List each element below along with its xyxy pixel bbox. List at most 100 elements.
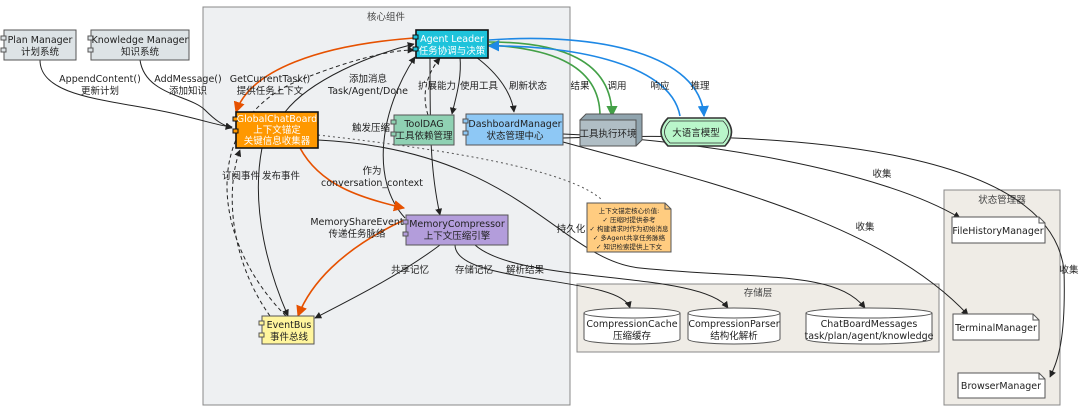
package-core: 核心组件 xyxy=(202,6,571,406)
node-browser-manager[interactable]: BrowserManager xyxy=(957,372,1046,399)
edge-refresh-state xyxy=(475,56,517,113)
node-chatboard-messages[interactable]: ChatBoardMessages task/plan/agent/knowle… xyxy=(804,307,934,345)
label-expand-ability: 扩展能力 xyxy=(418,80,456,92)
node-llm[interactable]: 大语言模型 xyxy=(660,117,733,147)
node-terminal-manager[interactable]: TerminalManager xyxy=(952,313,1040,341)
edge-reasoning xyxy=(488,37,709,118)
node-tooldag[interactable]: ToolDAG 工具依赖管理 xyxy=(390,114,455,146)
edges xyxy=(39,37,1065,378)
knowledge-manager-subtitle: 知识系统 xyxy=(121,46,160,58)
label-call: 调用 xyxy=(607,81,626,92)
node-compression-cache[interactable]: CompressionCache 压缩缓存 xyxy=(583,307,681,345)
node-plan-manager[interactable]: Plan Manager 计划系统 xyxy=(0,29,77,61)
node-knowledge-manager[interactable]: Knowledge Manager 知识系统 xyxy=(87,29,190,61)
label-collect-3: 收集 xyxy=(1059,264,1079,276)
label-subscribe-event: 订阅事件 xyxy=(222,170,261,182)
node-memory-compressor[interactable]: MemoryCompressor 上下文压缩引擎 xyxy=(402,214,509,246)
label-parse-result: 解析结果 xyxy=(506,264,545,276)
plan-manager-subtitle: 计划系统 xyxy=(21,46,60,58)
label-memory-share-2: 传递任务脉络 xyxy=(328,228,386,240)
package-storage-title: 存储层 xyxy=(744,287,773,299)
label-response: 响应 xyxy=(650,80,670,92)
note-title: 上下文锚定核心价值: xyxy=(599,206,660,215)
edge-append-content xyxy=(39,59,233,130)
label-append-content-2: 更新计划 xyxy=(81,85,119,97)
edge-add-message xyxy=(139,59,233,130)
node-dashboard-manager[interactable]: DashboardManager 状态管理中心 xyxy=(462,113,564,146)
agent-leader-title: Agent Leader xyxy=(420,34,484,45)
tool-env-label: 工具执行环境 xyxy=(579,128,637,140)
compression-parser-subtitle: 结构化解析 xyxy=(710,330,758,342)
llm-label: 大语言模型 xyxy=(672,127,720,139)
label-use-tool: 使用工具 xyxy=(460,80,499,92)
package-state-title: 状态管理器 xyxy=(978,194,1026,206)
agent-leader-subtitle: 任务协调与决策 xyxy=(419,45,486,57)
edge-memory-share xyxy=(296,219,405,318)
node-compression-parser[interactable]: CompressionParser 结构化解析 xyxy=(687,307,781,345)
edge-subscribe-event xyxy=(231,149,271,317)
label-collect-2: 收集 xyxy=(855,221,875,233)
dashboard-manager-subtitle: 状态管理中心 xyxy=(486,130,544,142)
edge-store-memory xyxy=(454,244,632,309)
edge-call xyxy=(488,41,618,118)
label-shared-memory: 共享记忆 xyxy=(391,264,429,276)
package-core-title: 核心组件 xyxy=(367,11,406,23)
edge-as-conversation xyxy=(299,147,406,212)
label-persist: 持久化 xyxy=(557,223,586,235)
edge-agent-compressor xyxy=(429,56,443,216)
edge-parse-result xyxy=(474,244,729,309)
chatboard-messages-title: ChatBoardMessages xyxy=(821,319,918,330)
edge-note-connector xyxy=(317,134,603,201)
node-file-history-manager[interactable]: FileHistoryManager xyxy=(951,216,1046,244)
label-memory-share-1: MemoryShareEvent xyxy=(310,217,404,228)
plan-manager-title: Plan Manager xyxy=(8,35,73,46)
edge-get-current-task xyxy=(233,37,415,114)
edge-add-msg xyxy=(284,42,415,113)
note-item-2: ✓ 构建请求时作为初始消息 xyxy=(589,224,669,233)
browser-manager-label: BrowserManager xyxy=(961,381,1041,392)
dashboard-manager-title: DashboardManager xyxy=(468,119,561,130)
label-reasoning: 推理 xyxy=(690,80,710,92)
label-collect-1: 收集 xyxy=(872,168,892,180)
node-tool-env[interactable]: 工具执行环境 xyxy=(579,113,643,147)
edge-persist xyxy=(317,139,866,309)
knowledge-manager-title: Knowledge Manager xyxy=(92,35,189,46)
terminal-manager-label: TerminalManager xyxy=(954,323,1037,334)
label-result: 结果 xyxy=(570,80,590,92)
label-add-msg-2: Task/Agent/Done xyxy=(327,86,408,97)
edge-expand-ability xyxy=(424,57,441,116)
label-add-message-2: 添加知识 xyxy=(169,85,207,97)
node-global-chatboard[interactable]: GlobalChatBoard 上下文锚定 关键信息收集器 xyxy=(232,111,319,149)
note-item-1: ✓ 压缩时提供参考 xyxy=(602,215,656,224)
global-chatboard-sub1: 上下文锚定 xyxy=(253,124,301,136)
label-trigger-compress: 触发压缩 xyxy=(352,122,391,134)
compression-cache-title: CompressionCache xyxy=(586,319,677,330)
edge-collect-2 xyxy=(562,141,969,316)
eventbus-title: EventBus xyxy=(267,320,312,331)
compression-cache-subtitle: 压缩缓存 xyxy=(613,330,652,342)
chatboard-messages-subtitle: task/plan/agent/knowledge xyxy=(804,331,933,342)
memory-compressor-subtitle: 上下文压缩引擎 xyxy=(424,230,491,242)
node-eventbus[interactable]: EventBus 事件总线 xyxy=(258,315,315,345)
label-get-current-task-1: GetCurrentTask() xyxy=(230,74,311,85)
note-item-3: ✓ 多Agent共享任务脉络 xyxy=(593,233,666,242)
eventbus-subtitle: 事件总线 xyxy=(270,331,309,343)
label-add-msg-1: 添加消息 xyxy=(349,73,387,85)
label-store-memory: 存储记忆 xyxy=(455,264,493,276)
tooldag-title: ToolDAG xyxy=(403,119,443,130)
label-add-message-1: AddMessage() xyxy=(154,74,221,85)
edge-shared-memory xyxy=(314,244,441,319)
compression-parser-title: CompressionParser xyxy=(688,319,779,330)
label-as-conversation-2: conversation_context xyxy=(321,178,423,189)
edge-publish-event xyxy=(257,147,289,317)
edge-use-tool xyxy=(449,56,461,115)
label-append-content-1: AppendContent() xyxy=(59,74,141,85)
global-chatboard-title: GlobalChatBoard xyxy=(237,114,317,125)
node-agent-leader[interactable]: Agent Leader 任务协调与决策 xyxy=(412,29,489,59)
global-chatboard-sub2: 关键信息收集器 xyxy=(244,135,311,147)
file-history-manager-label: FileHistoryManager xyxy=(952,226,1043,237)
note-core-value: 上下文锚定核心价值: ✓ 压缩时提供参考 ✓ 构建请求时作为初始消息 ✓ 多Ag… xyxy=(586,202,672,253)
label-refresh-state: 刷新状态 xyxy=(509,80,548,92)
label-get-current-task-2: 提供任务上下文 xyxy=(237,85,304,97)
